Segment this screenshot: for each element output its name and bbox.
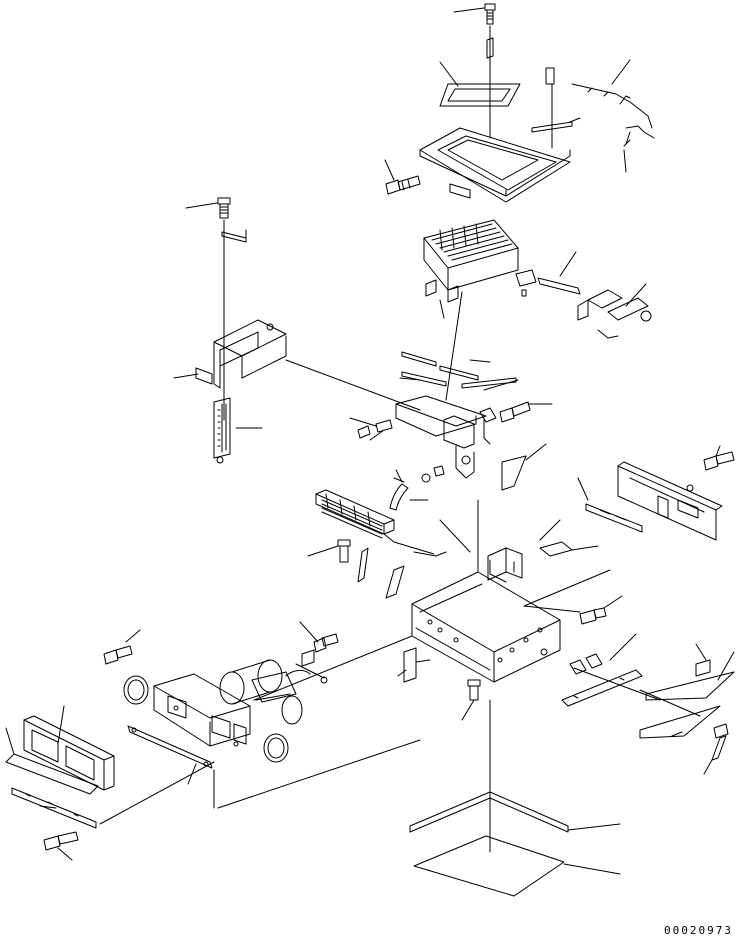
l-bracket	[222, 230, 246, 242]
upper-left-bolt	[186, 198, 230, 420]
hose	[390, 466, 444, 510]
blower-support	[400, 292, 518, 400]
leader-line	[286, 360, 420, 410]
leader-line	[218, 740, 420, 808]
blower-motor	[220, 622, 338, 724]
blower-housing	[154, 674, 288, 762]
radiator-core	[424, 220, 518, 318]
leader-line	[574, 668, 660, 700]
bracket-clamp	[578, 284, 651, 338]
filter-cover	[420, 128, 570, 202]
blower-grille	[316, 490, 446, 556]
left-upper-bolt	[104, 630, 140, 664]
base-bolt	[462, 680, 490, 852]
pipe-fitting	[516, 252, 580, 296]
leader-line	[100, 762, 214, 824]
heater-unit	[350, 396, 552, 478]
front-bolt	[44, 832, 78, 860]
floor-mat	[410, 792, 620, 896]
leader-line	[414, 552, 436, 556]
blower-side-bolt	[308, 540, 404, 598]
leader-line	[524, 570, 610, 606]
side-plate	[174, 320, 286, 388]
lower-right-brackets	[562, 634, 734, 774]
wire-harness	[572, 60, 654, 172]
flat-plate	[128, 726, 214, 808]
cover-bolt-left	[385, 160, 420, 194]
top-bolt	[454, 4, 495, 138]
right-bolt-middle	[524, 596, 622, 624]
ring-seal	[124, 676, 148, 704]
drawing-number: 00020973	[664, 924, 733, 937]
leader-line	[640, 690, 700, 716]
top-frame-seal	[440, 62, 580, 148]
side-bracket-right	[502, 444, 546, 490]
vertical-filter	[214, 398, 262, 463]
right-panel	[578, 446, 734, 540]
leader-line	[254, 636, 412, 700]
leader-line	[540, 520, 560, 540]
front-grille	[6, 706, 114, 828]
base-frame	[398, 520, 598, 682]
